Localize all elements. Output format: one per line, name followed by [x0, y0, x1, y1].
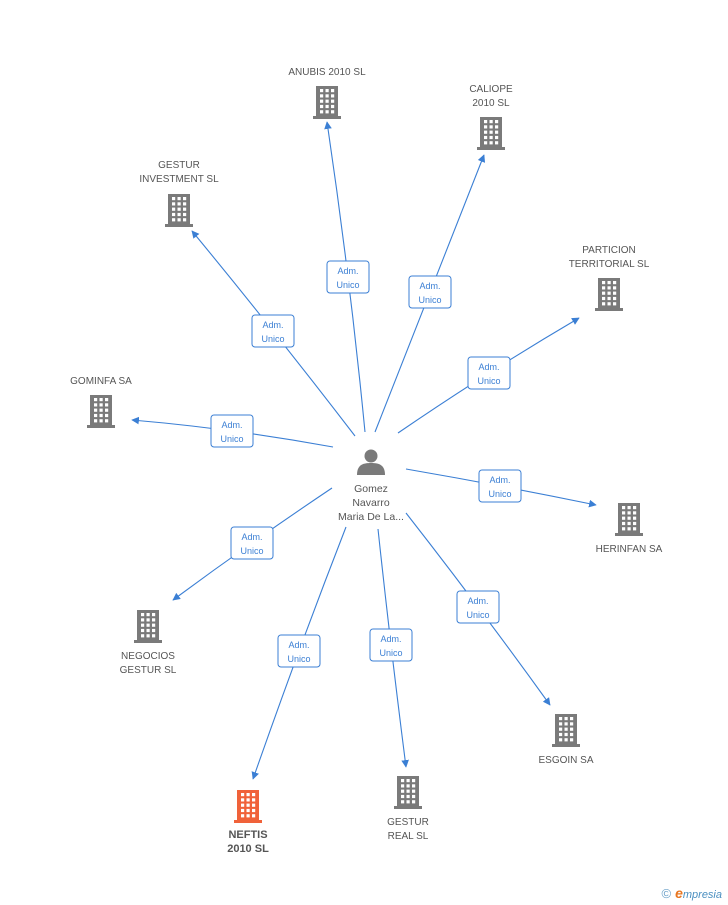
- building-icon: [165, 194, 193, 227]
- company-node-caliope[interactable]: CALIOPE 2010 SL: [469, 84, 513, 150]
- role-label: Adm.: [467, 596, 488, 606]
- building-icon: [234, 790, 262, 823]
- company-name: PARTICION: [582, 245, 636, 256]
- copyright-icon: ©: [661, 885, 672, 901]
- role-label: Unico: [466, 610, 489, 620]
- company-name: NEGOCIOS: [121, 651, 175, 662]
- company-name: GESTUR: [158, 160, 200, 171]
- company-name: REAL SL: [388, 831, 429, 842]
- company-node-herinfan[interactable]: HERINFAN SA: [596, 503, 663, 555]
- company-name: ANUBIS 2010 SL: [288, 67, 366, 78]
- building-icon: [615, 503, 643, 536]
- company-name: CALIOPE: [469, 84, 513, 95]
- company-name: GESTUR: [387, 817, 429, 828]
- company-node-neftis[interactable]: NEFTIS 2010 SL: [227, 790, 269, 855]
- role-box-gestur-real[interactable]: Adm. Unico: [369, 628, 413, 662]
- person-name: Maria De La...: [338, 511, 404, 523]
- company-node-particion[interactable]: PARTICION TERRITORIAL SL: [569, 245, 650, 311]
- brand-logo: empresia: [675, 885, 722, 901]
- person-name: Navarro: [352, 497, 390, 509]
- role-box-gestur-investment[interactable]: Adm. Unico: [251, 314, 295, 348]
- brand-watermark: © empresia: [661, 885, 722, 901]
- role-box-negocios-gestur[interactable]: Adm. Unico: [230, 526, 274, 560]
- building-icon: [394, 776, 422, 809]
- company-node-gominfa[interactable]: GOMINFA SA: [70, 376, 132, 428]
- edges-layer: [131, 121, 597, 780]
- person-name: Gomez: [354, 483, 388, 495]
- role-label: Adm.: [419, 281, 440, 291]
- building-icon: [595, 278, 623, 311]
- role-label: Unico: [488, 489, 511, 499]
- role-label: Unico: [240, 546, 263, 556]
- company-name: GOMINFA SA: [70, 376, 132, 387]
- role-label: Adm.: [221, 420, 242, 430]
- person-icon: [357, 449, 385, 475]
- company-name: 2010 SL: [472, 98, 510, 109]
- company-name: HERINFAN SA: [596, 544, 663, 555]
- building-icon: [477, 117, 505, 150]
- nodes-layer: ANUBIS 2010 SL CALIOPE 2010 SL GESTUR INVEST…: [70, 67, 663, 855]
- role-box-particion[interactable]: Adm. Unico: [467, 356, 511, 390]
- company-node-anubis[interactable]: ANUBIS 2010 SL: [288, 67, 366, 119]
- company-node-esgoin[interactable]: ESGOIN SA: [538, 714, 594, 766]
- role-label: Adm.: [489, 475, 510, 485]
- role-label: Adm.: [262, 320, 283, 330]
- company-name: GESTUR SL: [120, 665, 177, 676]
- building-icon: [313, 86, 341, 119]
- role-label: Adm.: [288, 640, 309, 650]
- role-label: Adm.: [380, 634, 401, 644]
- role-box-herinfan[interactable]: Adm. Unico: [478, 469, 522, 503]
- role-box-gominfa[interactable]: Adm. Unico: [210, 414, 254, 448]
- role-box-esgoin[interactable]: Adm. Unico: [456, 590, 500, 624]
- company-name: ESGOIN SA: [538, 755, 593, 766]
- building-icon: [552, 714, 580, 747]
- company-name: TERRITORIAL SL: [569, 259, 650, 270]
- role-label: Adm.: [337, 266, 358, 276]
- role-label: Adm.: [478, 362, 499, 372]
- role-label: Unico: [477, 376, 500, 386]
- role-box-neftis[interactable]: Adm. Unico: [277, 634, 321, 668]
- role-label: Unico: [418, 295, 441, 305]
- company-name: 2010 SL: [227, 843, 269, 855]
- company-node-gestur-real[interactable]: GESTUR REAL SL: [387, 776, 429, 842]
- building-icon: [87, 395, 115, 428]
- role-label: Unico: [336, 280, 359, 290]
- role-label: Unico: [287, 654, 310, 664]
- company-name: NEFTIS: [228, 829, 267, 841]
- role-label: Adm.: [241, 532, 262, 542]
- company-node-negocios-gestur[interactable]: NEGOCIOS GESTUR SL: [120, 610, 177, 676]
- role-box-anubis[interactable]: Adm. Unico: [326, 260, 370, 294]
- role-label: Unico: [220, 434, 243, 444]
- role-label: Unico: [261, 334, 284, 344]
- role-box-caliope[interactable]: Adm. Unico: [408, 275, 452, 309]
- company-name: INVESTMENT SL: [139, 174, 219, 185]
- role-label: Unico: [379, 648, 402, 658]
- building-icon: [134, 610, 162, 643]
- company-node-gestur-investment[interactable]: GESTUR INVESTMENT SL: [139, 160, 219, 227]
